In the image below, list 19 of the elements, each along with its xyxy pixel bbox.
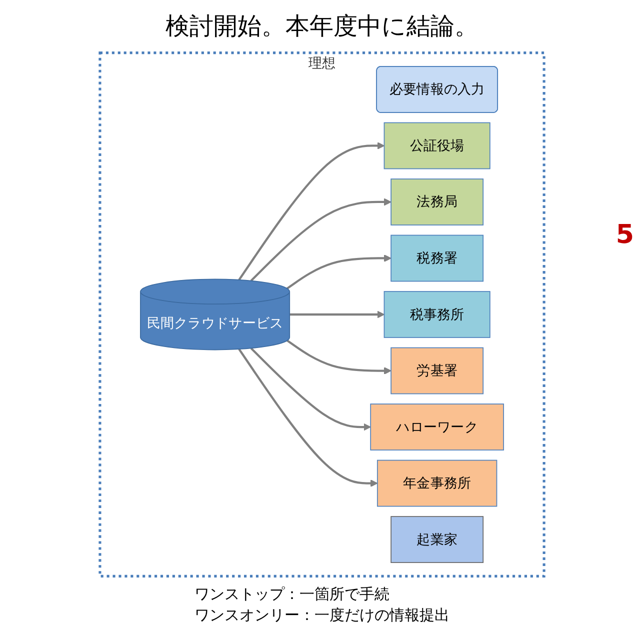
note-text: ワンスオンリー：一度だけの情報提出: [194, 606, 450, 625]
arrow: [238, 142, 385, 280]
node-box: 労基署: [390, 347, 484, 394]
arrow: [238, 348, 378, 488]
node-box: 法務局: [390, 178, 484, 226]
node-box: 年金事務所: [376, 460, 498, 507]
node-box: 起業家: [390, 516, 484, 563]
section-number: 5: [616, 220, 634, 250]
arrow: [286, 340, 392, 374]
arrow: [290, 310, 385, 318]
arrow: [250, 347, 371, 431]
node-box: 税務署: [390, 234, 484, 282]
node-box: ハローワーク: [370, 404, 504, 450]
heading-text: 検討開始。本年度中に結論。: [166, 11, 478, 42]
node-box: 税事務所: [384, 291, 490, 338]
arrow: [286, 254, 392, 290]
node-box: 公証役場: [384, 122, 490, 170]
note-text: ワンストップ：一箇所で手続: [194, 585, 390, 604]
arrow: [250, 198, 392, 282]
